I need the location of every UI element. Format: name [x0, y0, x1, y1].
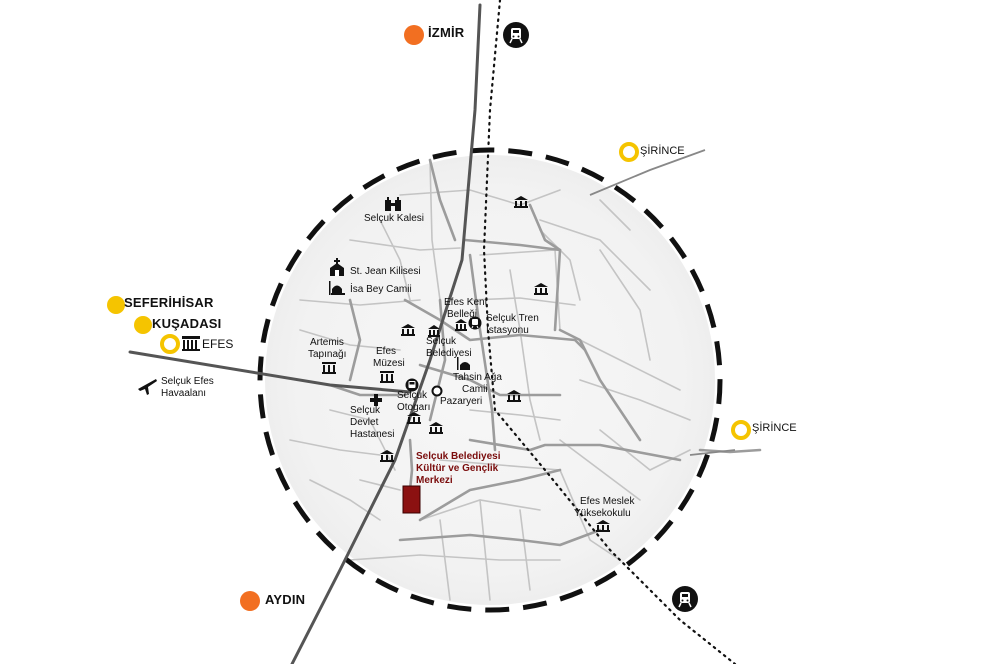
hospital-icon: [370, 394, 382, 406]
project-label-3: Merkezi: [416, 475, 453, 486]
sirince-road-top: [589, 149, 706, 196]
building-icon: [401, 324, 415, 336]
train-station-label-1: Selçuk Tren: [486, 313, 539, 324]
seferihisar-label: SEFERİHİSAR: [124, 295, 214, 310]
project-site: [402, 485, 421, 514]
mosque-icon: [457, 357, 470, 370]
building-icon: [380, 450, 394, 462]
efes-muzesi-label-1: Efes: [376, 346, 397, 357]
tahsin-label-1: Tahsin Ağa: [453, 372, 502, 383]
museum-icon: [380, 371, 394, 383]
marketplace-icon: [431, 385, 443, 397]
railway-line: [482, 0, 737, 664]
kusadasi-road: [128, 350, 412, 394]
meslek-label-2: Yüksekokulu: [574, 508, 631, 519]
sirince-right-marker: [731, 420, 751, 440]
building-icon: [429, 422, 443, 434]
efes-kent-label-1: Efes Kent: [444, 297, 488, 308]
airport-label-1: Selçuk Efes: [161, 376, 214, 387]
seferihisar-marker: [107, 296, 125, 314]
temple-icon: [182, 336, 200, 351]
izmir-label: İZMİR: [428, 25, 465, 40]
st-jean-label: St. Jean Kilisesi: [350, 266, 421, 277]
school-icon: [596, 520, 610, 532]
otogar-label-2: Otogarı: [397, 402, 431, 413]
hastane-label-1: Selçuk: [350, 405, 381, 416]
belediye-label-1: Selçuk: [426, 336, 457, 347]
project-label-1: Selçuk Belediyesi: [416, 451, 501, 462]
isa-bey-label: İsa Bey Camii: [350, 284, 412, 295]
artemis-label-2: Tapınağı: [308, 349, 347, 360]
regional-roads: [128, 3, 482, 664]
tahsin-label-2: Camii: [462, 384, 488, 395]
study-area-boundary: [257, 147, 723, 613]
sirince-top-marker: [619, 142, 639, 162]
meslek-label-1: Efes Meslek: [580, 496, 635, 507]
izmir-marker: [404, 25, 424, 45]
town-hall-icon: [428, 325, 440, 337]
hastane-label-2: Devlet: [350, 417, 379, 428]
kusadasi-label: KUŞADASI: [152, 316, 222, 331]
train-icon-south: [672, 586, 698, 612]
airplane-icon: [138, 379, 157, 395]
airport-label-2: Havaalanı: [161, 388, 207, 399]
museum-icon: [455, 319, 467, 331]
building-icon: [534, 283, 548, 295]
efes-label: EFES: [202, 337, 234, 351]
temple-icon: [322, 362, 336, 374]
castle-icon: [385, 197, 401, 211]
church-icon: [330, 258, 344, 276]
aydin-marker: [240, 591, 260, 611]
bus-icon: [405, 378, 419, 392]
kusadasi-marker: [134, 316, 152, 334]
sirince-right-label: ŞİRİNCE: [752, 422, 797, 434]
building-icon: [507, 390, 521, 402]
building-icon: [514, 196, 528, 208]
project-label-2: Kültür ve Gençlik: [416, 463, 499, 474]
otogar-label-1: Selçuk: [397, 390, 428, 401]
aydin-label: AYDIN: [265, 592, 306, 607]
sirince-top-label: ŞİRİNCE: [640, 145, 685, 157]
train-icon-north: [503, 22, 529, 48]
efes-muzesi-label-2: Müzesi: [373, 358, 405, 369]
mosque-icon: [329, 281, 345, 295]
pazaryeri-label: Pazaryeri: [440, 396, 483, 407]
belediye-label-2: Belediyesi: [426, 348, 472, 359]
hastane-label-3: Hastanesi: [350, 429, 395, 440]
selcuk-kalesi-label: Selçuk Kalesi: [364, 213, 425, 224]
efes-marker: [160, 334, 180, 354]
building-icon: [407, 412, 421, 424]
efes-kent-label-2: Belleği: [447, 309, 478, 320]
sirince-road-right: [689, 449, 736, 456]
train-station-label-2: İstasyonu: [486, 325, 529, 336]
artemis-label-1: Artemis: [310, 337, 344, 348]
train-station-icon: [468, 316, 482, 330]
izmir-aydin-highway: [290, 3, 482, 664]
